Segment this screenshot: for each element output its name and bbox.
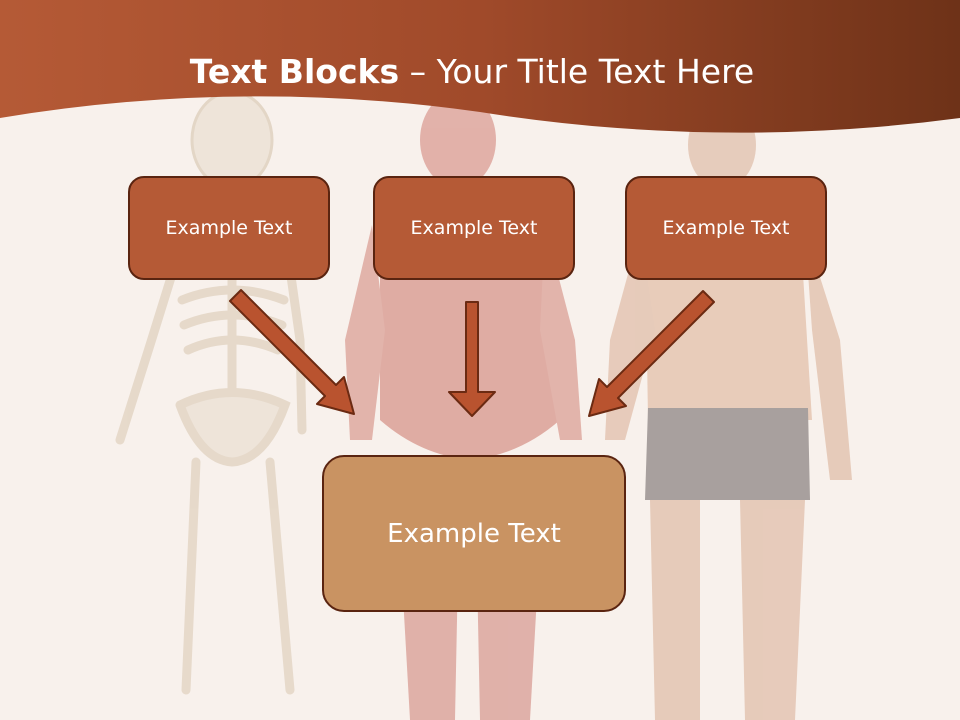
title-dash: – xyxy=(399,52,437,91)
title-bold-text: Text Blocks xyxy=(189,52,400,91)
top-box-left[interactable]: Example Text xyxy=(128,176,330,280)
bottom-main-box-label: Example Text xyxy=(387,518,561,549)
slide-title: Text Blocks – Your Title Text Here xyxy=(0,52,944,91)
top-box-center[interactable]: Example Text xyxy=(373,176,575,280)
arrow-left-icon xyxy=(229,289,355,415)
skeleton-figure xyxy=(115,90,307,695)
arrow-center-icon xyxy=(448,301,496,417)
header-banner xyxy=(0,0,960,133)
arrow-right-icon xyxy=(588,290,715,417)
top-box-left-label: Example Text xyxy=(165,217,293,239)
top-box-center-label: Example Text xyxy=(410,217,538,239)
top-box-right-label: Example Text xyxy=(662,217,790,239)
top-box-right[interactable]: Example Text xyxy=(625,176,827,280)
bottom-main-box[interactable]: Example Text xyxy=(322,455,626,612)
title-rest-text: Your Title Text Here xyxy=(436,52,755,91)
